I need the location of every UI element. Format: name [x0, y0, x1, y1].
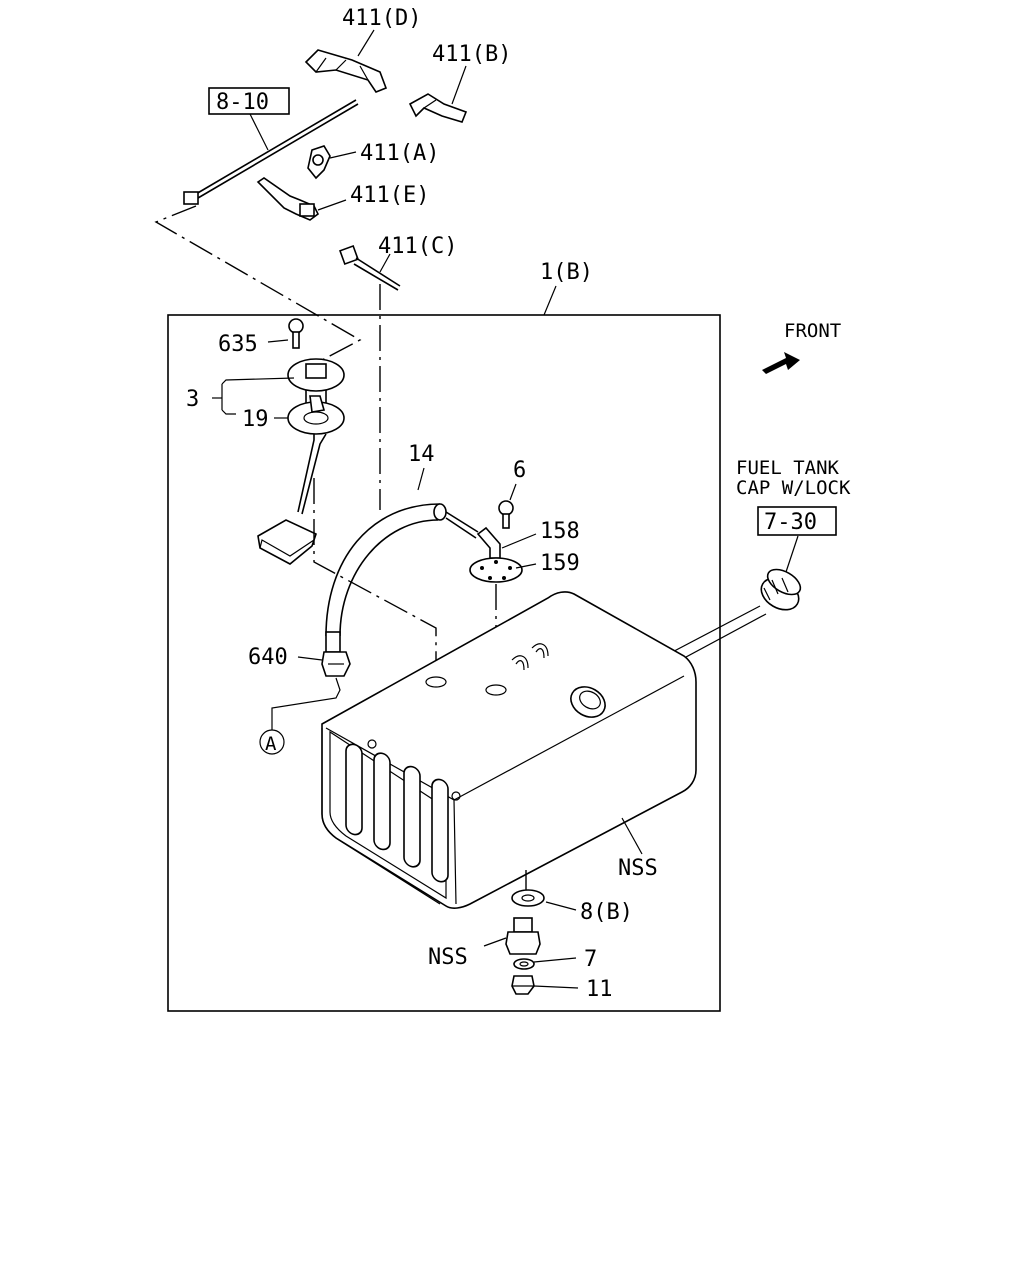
label-159: 159 [540, 551, 580, 576]
fuel-hose-14[interactable] [325, 503, 479, 637]
connector-411e[interactable] [256, 177, 320, 221]
vent-tube-158[interactable] [476, 526, 501, 559]
label-11: 11 [586, 977, 613, 1002]
label-6: 6 [513, 458, 526, 483]
label-cap-line1: FUEL TANK [736, 457, 840, 479]
label-411e: 411(E) [350, 183, 429, 208]
drain-plug-11[interactable] [511, 975, 535, 995]
gasket-19[interactable] [287, 395, 345, 435]
label-cap-line2: CAP W/LOCK [736, 477, 851, 499]
o-ring-7[interactable] [513, 958, 535, 970]
screw-6[interactable] [498, 500, 514, 529]
label-a: A [265, 733, 277, 755]
sender-float[interactable] [257, 433, 327, 565]
plate-159[interactable] [469, 557, 523, 583]
clip-411d[interactable] [304, 49, 388, 93]
fuel-tank-body[interactable] [321, 591, 697, 909]
label-nss-tank: NSS [618, 856, 658, 881]
label-7-30: 7-30 [764, 510, 817, 535]
label-635: 635 [218, 332, 258, 357]
label-411b: 411(B) [432, 42, 511, 67]
callout-circle-a [259, 729, 285, 755]
drain-fitting-nss[interactable] [505, 917, 541, 955]
wiring-harness[interactable] [183, 99, 359, 205]
label-14: 14 [408, 442, 435, 467]
label-158: 158 [540, 519, 580, 544]
ref-box-8-10[interactable] [208, 87, 290, 115]
label-3: 3 [186, 387, 199, 412]
label-19: 19 [242, 407, 269, 432]
front-arrow-icon [762, 352, 800, 374]
label-411d: 411(D) [342, 6, 421, 31]
ref-box-7-30[interactable] [757, 506, 837, 536]
label-1b: 1(B) [540, 260, 593, 285]
label-640: 640 [248, 645, 288, 670]
washer-8b[interactable] [511, 889, 545, 907]
clip-411b[interactable] [408, 93, 468, 123]
fuel-sender-unit-3[interactable] [287, 358, 345, 408]
label-8b: 8(B) [580, 900, 633, 925]
label-nss-plug: NSS [428, 945, 468, 970]
connector-411a[interactable] [307, 145, 331, 180]
fuel-tank-cap[interactable] [756, 564, 805, 616]
label-front: FRONT [784, 320, 841, 342]
assembly-frame [167, 314, 721, 1012]
fitting-640[interactable] [321, 631, 351, 677]
label-411c: 411(C) [378, 234, 457, 259]
screw-635[interactable] [288, 318, 304, 349]
label-8-10: 8-10 [216, 90, 269, 115]
label-7: 7 [584, 947, 597, 972]
label-411a: 411(A) [360, 141, 439, 166]
cable-tie-411c[interactable] [339, 245, 401, 291]
